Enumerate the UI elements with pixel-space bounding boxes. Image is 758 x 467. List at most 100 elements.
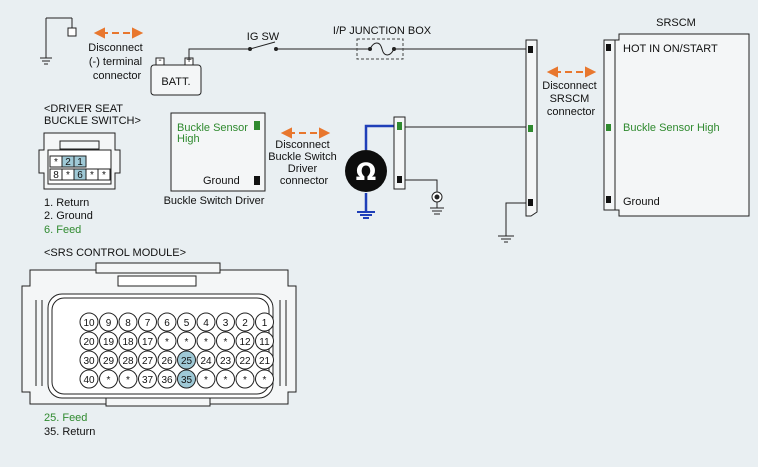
driver-seat-buckle-legend: 1. Return 2. Ground 6. Feed (44, 197, 93, 236)
srs-pin-cell (196, 331, 216, 351)
srs-pin-label: 10 (83, 318, 95, 329)
buckle-pin-label: 6 (77, 170, 83, 181)
srs-pin-cell (255, 331, 274, 351)
srs-pin-label: 3 (223, 318, 229, 329)
buckle-driver-ground-label: Ground (203, 175, 240, 187)
buckle-pin-label: * (54, 157, 58, 168)
ground-symbol-top-left (40, 17, 77, 65)
disconnect-srscm-label: Disconnect SRSCM connector (542, 80, 599, 118)
srs-pin-cell (79, 369, 99, 389)
ig-switch-label: IG SW (247, 31, 280, 43)
srs-pin-label: 37 (142, 375, 154, 386)
srs-pin-cell (177, 350, 196, 370)
srs-pin-label: 2 (242, 318, 248, 329)
srs-pin-label: 5 (184, 318, 190, 329)
srs-pin-label: * (224, 375, 228, 386)
battery: BATT. (150, 57, 202, 96)
srscm-pin-buckle: Buckle Sensor High (623, 122, 720, 134)
srs-pin-label: 23 (220, 356, 232, 367)
power-wire (188, 41, 526, 58)
srs-pin-cell (118, 312, 138, 332)
srs-pin-cell (138, 350, 157, 370)
srs-pin-label: 25 (181, 356, 193, 367)
srs-pin-cell (196, 369, 216, 389)
srscm-title: SRSCM (656, 17, 696, 29)
srs-pin-cell (157, 350, 177, 370)
srs-pin-cell (177, 331, 196, 351)
buckle-legend-return: 1. Return (44, 197, 89, 209)
srs-pin-label: 9 (106, 318, 112, 329)
buckle-pin-label: * (66, 170, 70, 181)
buckle-pin-label: 1 (77, 157, 83, 168)
srs-pin-cell (79, 331, 99, 351)
srs-pin-label: 36 (161, 375, 173, 386)
srs-pin-cell (118, 331, 138, 351)
buckle-legend-ground: 2. Ground (44, 210, 93, 222)
srs-pin-label: 28 (122, 356, 134, 367)
srs-pin-label: 7 (145, 318, 151, 329)
srs-pin-label: 26 (161, 356, 173, 367)
srs-pin-cell (79, 350, 99, 370)
srscm-module (603, 33, 750, 217)
srs-pin-label: 4 (203, 318, 209, 329)
disconnect-buckle-driver-arrows (280, 127, 331, 139)
srs-pin-cell (79, 312, 99, 332)
ohm-meter-icon (345, 150, 387, 192)
srs-pin-cell (216, 350, 235, 370)
srs-pin-cell (138, 369, 157, 389)
buckle-pin-cell (97, 168, 111, 181)
srs-pin-label: 8 (125, 318, 131, 329)
srs-pin-cell (235, 369, 255, 389)
srs-pin-label: * (126, 375, 130, 386)
srs-pin-cell (255, 312, 274, 332)
srs-pin-label: 35 (181, 375, 193, 386)
srs-pin-label: * (204, 337, 208, 348)
srs-legend-return: 35. Return (44, 426, 95, 438)
srs-legend-feed: 25. Feed (44, 412, 87, 424)
srscm-harness-connector (525, 39, 538, 217)
disconnect-srscm-arrows (546, 66, 597, 78)
srs-pin-cell (177, 312, 196, 332)
srs-pin-cell (99, 350, 118, 370)
srs-pin-cell (157, 331, 177, 351)
srs-pin-cell (196, 350, 216, 370)
srs-pin-label: * (243, 375, 247, 386)
srs-pin-cell (157, 312, 177, 332)
driver-seat-buckle-title: <DRIVER SEAT BUCKLE SWITCH> (44, 103, 141, 127)
buckle-switch-driver (170, 112, 266, 192)
ig-switch-contact-right (274, 47, 278, 51)
buckle-pin-label: 2 (65, 157, 71, 168)
srs-pin-label: 21 (259, 356, 271, 367)
srs-pin-label: 18 (122, 337, 134, 348)
srs-pin-cell (99, 312, 118, 332)
ig-switch-contact-left (248, 47, 252, 51)
ground-symbol-srscm (498, 202, 526, 243)
buckle-legend-feed: 6. Feed (44, 224, 81, 236)
srscm-pin-hot: HOT IN ON/START (623, 43, 718, 55)
srs-pin-label: 11 (259, 337, 270, 348)
srs-pin-cell (138, 312, 157, 332)
disconnect-buckle-driver-label: Disconnect Buckle Switch Driver connecto… (268, 139, 340, 187)
srs-pin-label: * (107, 375, 111, 386)
srs-pin-label: 29 (103, 356, 115, 367)
buckle-pin-cell (73, 155, 87, 168)
srs-pin-label: 22 (239, 356, 251, 367)
buckle-wire (405, 126, 526, 192)
srs-pin-cell (99, 331, 118, 351)
buckle-sensor-high-label: Buckle Sensor High (177, 122, 251, 145)
srs-pin-label: 19 (103, 337, 115, 348)
buckle-pin-label: * (102, 170, 106, 181)
ground-symbol-buckle (430, 191, 444, 215)
buckle-driver-caption: Buckle Switch Driver (164, 195, 265, 207)
srs-pin-cell (99, 369, 118, 389)
ip-junction-box-label: I/P JUNCTION BOX (333, 25, 432, 37)
srs-pin-label: 1 (262, 318, 268, 329)
srs-pin-label: 27 (142, 356, 154, 367)
ohm-symbol: Ω (356, 158, 376, 186)
srs-pin-cell (216, 369, 235, 389)
srs-pin-cell (235, 350, 255, 370)
srs-control-module-title: <SRS CONTROL MODULE> (44, 247, 186, 259)
meter-wires (357, 124, 397, 219)
srs-pin-cell (235, 312, 255, 332)
srs-pin-cell (216, 312, 235, 332)
